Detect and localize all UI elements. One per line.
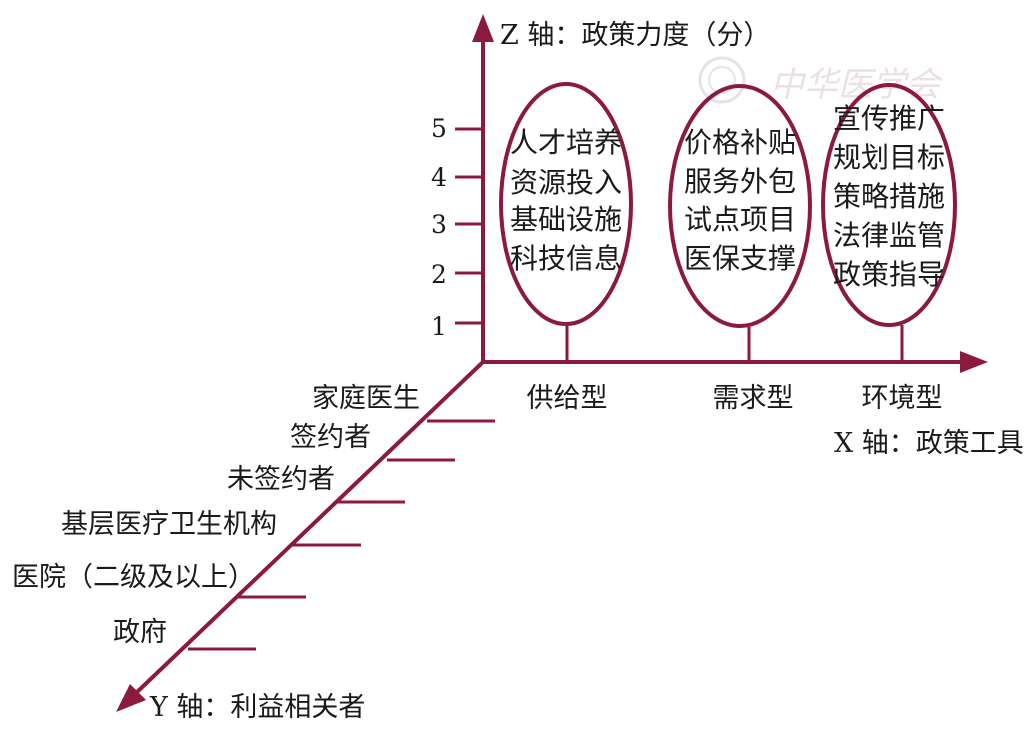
y-axis-arrow-icon — [116, 684, 146, 712]
y-item-unsigned: 未签约者 — [227, 464, 335, 495]
z-axis-ticks: 1 2 3 4 5 — [431, 114, 483, 341]
z-tick-label-4: 4 — [431, 163, 447, 192]
z-tick-label-2: 2 — [431, 260, 447, 289]
cluster-item: 服务外包 — [684, 165, 796, 198]
watermark: 中华医学会 — [698, 56, 944, 105]
y-item-family-doctor: 家庭医生 — [312, 383, 420, 414]
y-item-hospital: 医院（二级及以上） — [12, 562, 255, 593]
x-category-supply: 供给型 — [527, 383, 608, 414]
cluster-item: 资源投入 — [510, 166, 622, 199]
cluster-oval — [668, 84, 812, 328]
cluster-item: 政策指导 — [833, 258, 945, 291]
x-axis-arrow-icon — [960, 351, 988, 373]
z-axis-title: Z 轴：政策力度（分） — [500, 20, 770, 51]
cluster-item: 基础设施 — [510, 203, 622, 236]
cluster-item: 宣传推广 — [833, 102, 945, 135]
y-axis-ticks — [188, 419, 495, 651]
y-axis-title: Y 轴：利益相关者 — [149, 692, 365, 723]
z-axis-arrow-icon — [472, 14, 494, 42]
cluster-oval — [499, 82, 633, 326]
z-tick-label-1: 1 — [431, 312, 447, 341]
y-axis-labels: 家庭医生 签约者 未签约者 基层医疗卫生机构 医院（二级及以上） 政府 — [12, 383, 420, 648]
y-item-government: 政府 — [113, 617, 167, 648]
watermark-seal-icon — [698, 56, 746, 104]
y-item-primary-care: 基层医疗卫生机构 — [61, 509, 277, 540]
z-tick-label-3: 3 — [431, 210, 447, 239]
cluster-item: 策略措施 — [833, 180, 945, 213]
y-item-signed: 签约者 — [290, 422, 371, 453]
cluster-item: 人才培养 — [510, 126, 622, 159]
cluster-item: 医保支撑 — [684, 242, 796, 275]
x-category-demand: 需求型 — [713, 383, 794, 414]
cluster-demand: 价格补贴 服务外包 试点项目 医保支撑 — [668, 84, 812, 328]
z-tick-label-5: 5 — [431, 114, 447, 143]
cluster-item: 试点项目 — [684, 203, 796, 236]
cluster-item: 价格补贴 — [684, 126, 796, 159]
x-axis-title: X 轴：政策工具 — [834, 428, 1024, 459]
cluster-item: 法律监管 — [833, 219, 945, 252]
cluster-supply: 人才培养 资源投入 基础设施 科技信息 — [499, 82, 633, 326]
cluster-item: 科技信息 — [510, 242, 622, 275]
y-axis-line — [133, 360, 485, 696]
cluster-environment: 宣传推广 规划目标 策略措施 法律监管 政策指导 — [821, 83, 957, 327]
cluster-item: 规划目标 — [833, 141, 945, 174]
cluster-oval — [821, 83, 957, 327]
x-category-environment: 环境型 — [862, 383, 943, 414]
